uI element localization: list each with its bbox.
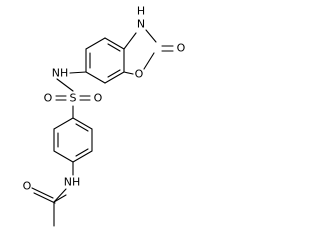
bond bbox=[72, 117, 93, 130]
carbonyl-bond bbox=[33, 192, 56, 204]
bond bbox=[85, 71, 106, 84]
acetamide-group bbox=[31, 161, 74, 227]
bond bbox=[85, 37, 106, 50]
phenyl-ring bbox=[53, 117, 93, 163]
bond bbox=[72, 150, 93, 163]
atom-o-sulfonyl-left: O bbox=[44, 92, 53, 105]
atom-n-ring: N bbox=[137, 18, 145, 31]
bond bbox=[123, 32, 137, 50]
bond bbox=[143, 52, 155, 70]
carbonyl-bond bbox=[31, 187, 54, 199]
atom-o-ring: O bbox=[135, 68, 144, 81]
bond bbox=[53, 194, 67, 203]
bond bbox=[145, 29, 157, 43]
benzoxazolone-benzene-ring bbox=[85, 37, 125, 84]
bond bbox=[123, 71, 134, 75]
atom-nh-amide: NH bbox=[64, 176, 81, 189]
atom-nh-sulfonamide: NH bbox=[52, 67, 69, 80]
bond bbox=[104, 37, 125, 50]
atom-h-ring: H bbox=[137, 5, 145, 18]
double-bond-inner bbox=[75, 123, 89, 132]
bond bbox=[53, 150, 74, 163]
bond bbox=[104, 71, 125, 84]
bond bbox=[53, 117, 74, 130]
atom-s: S bbox=[70, 92, 77, 105]
bond bbox=[53, 188, 67, 203]
double-bond-inner bbox=[107, 43, 121, 52]
bond bbox=[56, 78, 74, 92]
double-bond-inner bbox=[75, 148, 89, 157]
molecule-structure: N H O O NH S O O NH O bbox=[23, 5, 186, 227]
oxazolone-ring bbox=[123, 29, 174, 75]
bond bbox=[69, 71, 87, 74]
atom-o-amide: O bbox=[23, 180, 32, 193]
double-bond-inner bbox=[107, 69, 121, 78]
sulfonamide-linkage bbox=[55, 71, 91, 119]
atom-o-sulfonyl-right: O bbox=[94, 92, 103, 105]
atom-o-carbonyl-ring: O bbox=[177, 42, 186, 55]
